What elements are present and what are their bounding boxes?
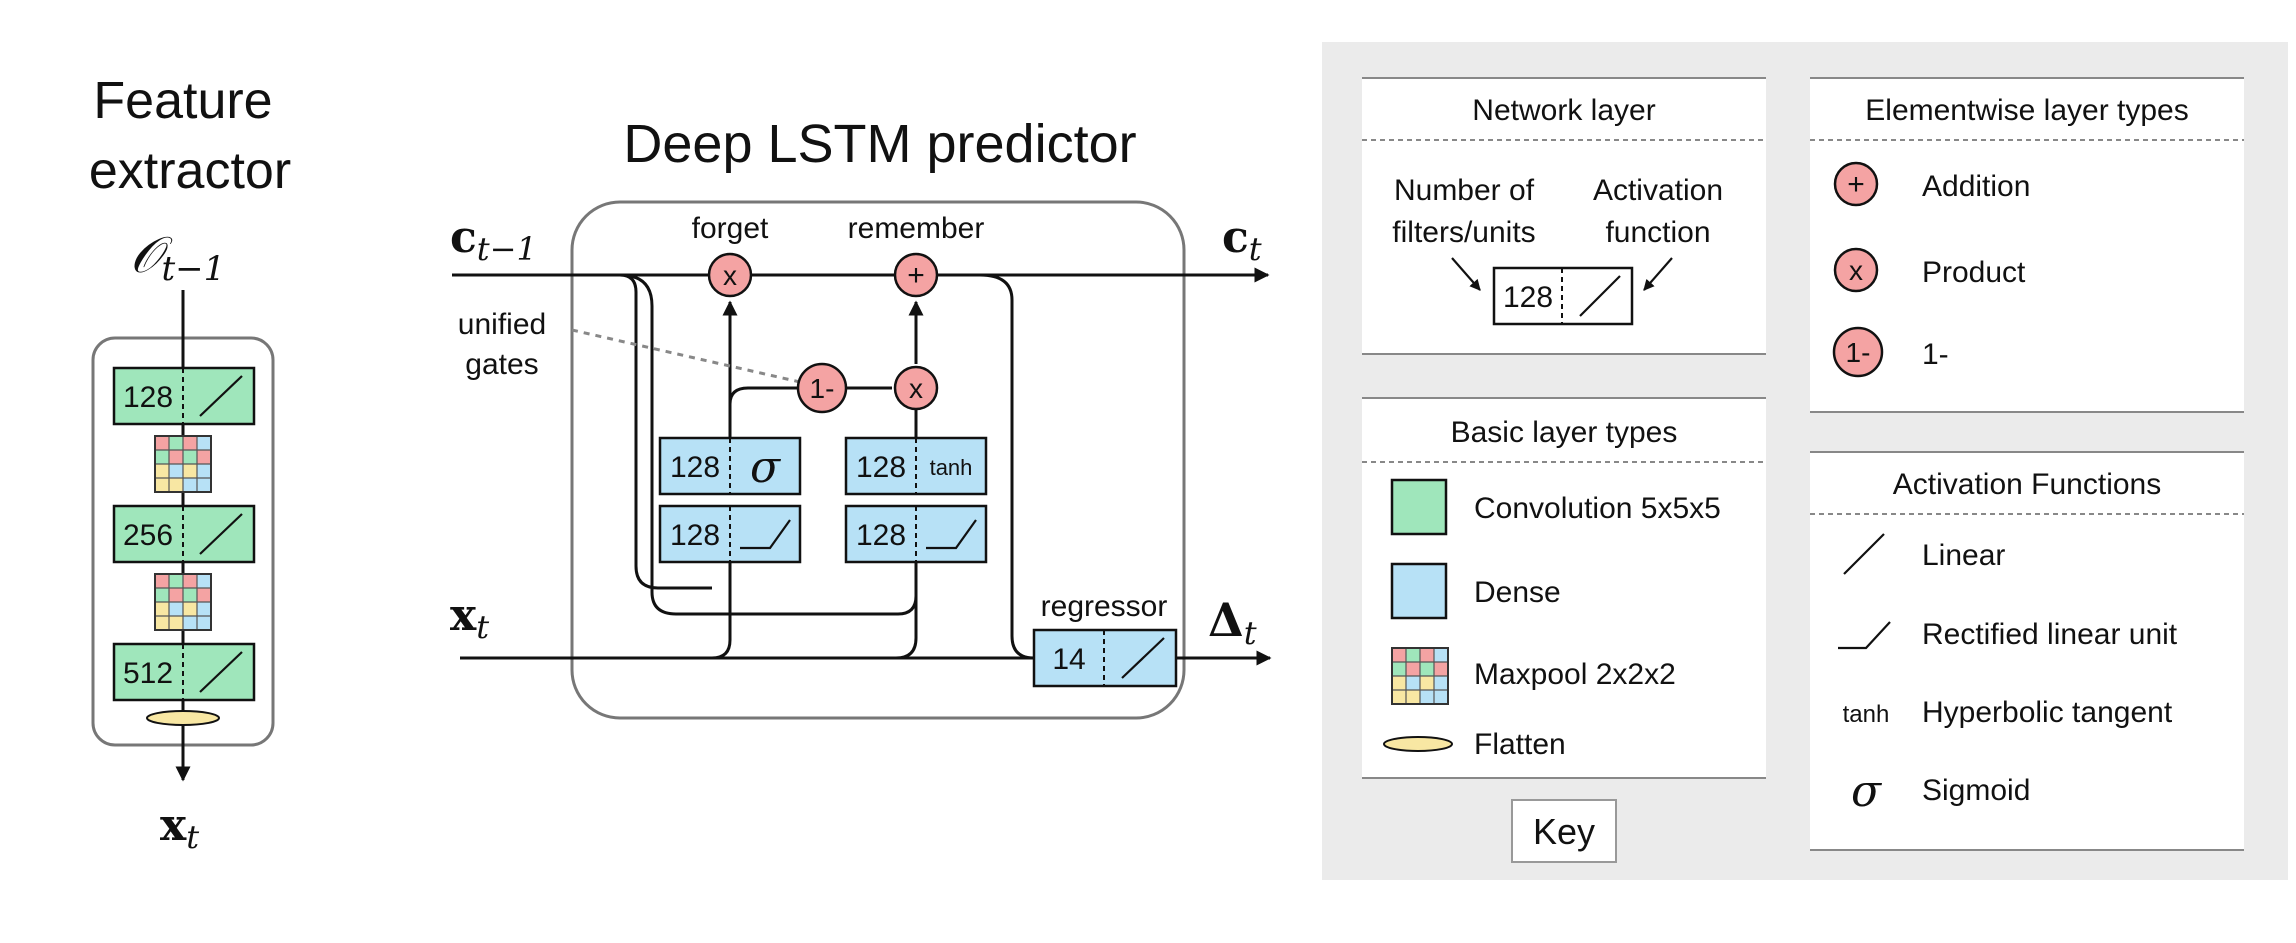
svg-text:filters/units: filters/units [1392,216,1535,249]
remember-label: remember [848,212,985,245]
svg-text:Network layer: Network layer [1472,94,1655,127]
one-minus-op: 1- [796,362,848,414]
svg-text:Hyperbolic tangent: Hyperbolic tangent [1922,696,2173,729]
relu-block-right: 128 [844,504,988,564]
unified-gates-pointer [571,328,801,384]
svg-text:Elementwise layer types: Elementwise layer types [1865,94,2188,127]
one-minus-icon [1832,326,1884,378]
maxpool-swatch [1391,647,1449,705]
svg-text:14: 14 [1052,643,1085,676]
key-caption: Key [1511,799,1617,863]
relu-block-left: 128 [658,504,802,564]
lstm-predictor: Deep LSTM predictor 128 σ [450,114,1272,720]
svg-text:1-: 1- [810,373,835,404]
conv-layer-256: 256 [112,504,256,564]
svg-text:Basic layer types: Basic layer types [1451,416,1678,449]
svg-text:128: 128 [123,381,173,414]
svg-text:x: x [1849,255,1863,286]
unified-gates-label-1: unified [458,308,546,341]
svg-text:Linear: Linear [1922,539,2005,572]
svg-text:Product: Product [1922,256,2026,289]
product-icon [1833,247,1879,293]
svg-text:x: x [909,373,923,404]
c-prev-label: ct−1 [450,212,537,268]
regressor-block: 14 [1032,628,1178,688]
key-panel: Network layer Number of filters/units Ac… [1322,42,2288,880]
svg-text:+: + [907,259,925,292]
svg-text:Dense: Dense [1474,576,1561,609]
regressor-label: regressor [1041,590,1168,623]
svg-text:x: x [723,260,737,291]
input-observation-label: 𝒪t−1 [130,226,225,289]
lstm-title: Deep LSTM predictor [623,114,1136,174]
svg-text:1-: 1- [1846,337,1871,368]
svg-text:128: 128 [856,519,906,552]
feature-extractor-title-2: extractor [89,142,291,200]
feature-extractor: Feature extractor 𝒪t−1 128 256 512 [89,72,291,856]
tanh-gate-block: 128 tanh [844,436,988,496]
svg-text:128: 128 [670,451,720,484]
elementwise-types-card: Elementwise layer types + Addition x Pro… [1810,77,2244,413]
remember-add-op: + [893,252,939,298]
flatten-shape [146,710,220,726]
svg-text:σ: σ [750,442,782,493]
forget-label: forget [692,212,769,245]
network-layer-card: Network layer Number of filters/units Ac… [1362,77,1766,355]
sigmoid-gate-block: 128 σ [658,436,802,496]
svg-text:Addition: Addition [1922,170,2030,203]
conv-swatch [1390,478,1448,536]
x-input-label: xt [450,590,489,646]
maxpool-block-1 [154,435,212,493]
lstm-frame [570,200,1186,720]
remember-product-op: x [893,365,939,411]
basic-layer-types-card: Basic layer types Convolution 5x5x5 Dens… [1362,397,1766,779]
svg-text:Sigmoid: Sigmoid [1922,774,2030,807]
svg-text:1-: 1- [1922,338,1949,371]
dense-swatch [1390,562,1448,620]
forget-product-op: x [707,252,753,298]
unified-gates-label-2: gates [465,348,538,381]
svg-text:512: 512 [123,657,173,690]
svg-text:Activation: Activation [1593,174,1723,207]
svg-text:256: 256 [123,519,173,552]
svg-text:tanh: tanh [930,455,973,480]
addition-icon [1833,161,1879,207]
svg-text:Convolution 5x5x5: Convolution 5x5x5 [1474,492,1721,525]
svg-text:128: 128 [856,451,906,484]
svg-text:128: 128 [670,519,720,552]
maxpool-block-2 [154,573,212,631]
svg-text:128: 128 [1503,281,1553,314]
activation-functions-card: Activation Functions Linear Rectified li… [1810,451,2244,851]
linear-icon [1843,533,1885,575]
svg-text:Activation Functions: Activation Functions [1893,468,2161,501]
relu-icon [1838,621,1891,650]
flatten-swatch [1383,736,1453,752]
output-x-label: xt [160,800,199,856]
svg-text:Rectified linear unit: Rectified linear unit [1922,618,2178,651]
svg-text:Number of: Number of [1394,174,1535,207]
c-next-label: ct [1222,212,1262,268]
tanh-icon: tanh [1843,701,1890,728]
sigmoid-icon: σ [1851,766,1883,817]
conv-layer-512: 512 [112,642,256,702]
delta-output-label: Δt [1208,593,1257,652]
svg-text:function: function [1605,216,1710,249]
feature-extractor-title-1: Feature [93,72,272,130]
svg-text:Key: Key [1533,811,1595,852]
svg-text:Maxpool 2x2x2: Maxpool 2x2x2 [1474,658,1676,691]
svg-text:+: + [1847,168,1865,201]
svg-text:Flatten: Flatten [1474,728,1566,761]
conv-layer-128: 128 [112,366,256,426]
